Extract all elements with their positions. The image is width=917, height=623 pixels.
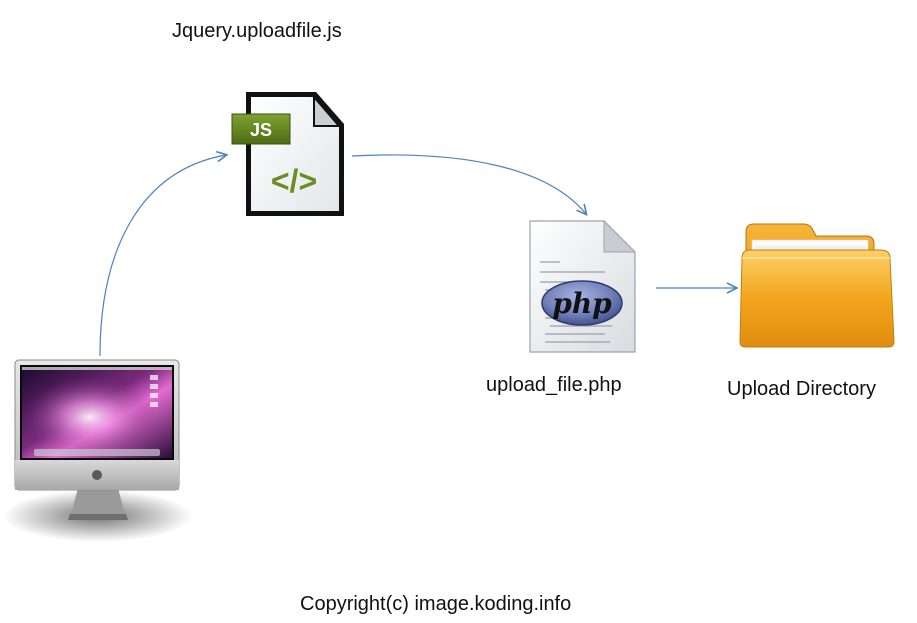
php-file-icon: php [529,219,637,353]
copyright-text: Copyright(c) image.koding.info [300,593,572,615]
js-file-label: Jquery.uploadfile.js [172,20,342,42]
php-logo-text: php [552,287,612,320]
upload-directory-label: Upload Directory [727,378,876,400]
arrow-js-to-php [351,154,586,214]
imac-computer-icon [3,359,193,542]
code-symbol-text: </> [271,163,317,199]
js-tag-text: JS [250,120,272,140]
php-file-label: upload_file.php [486,374,622,396]
js-file-icon: JS </> [231,92,344,216]
folder-icon [739,223,895,348]
arrow-computer-to-js [99,155,226,357]
